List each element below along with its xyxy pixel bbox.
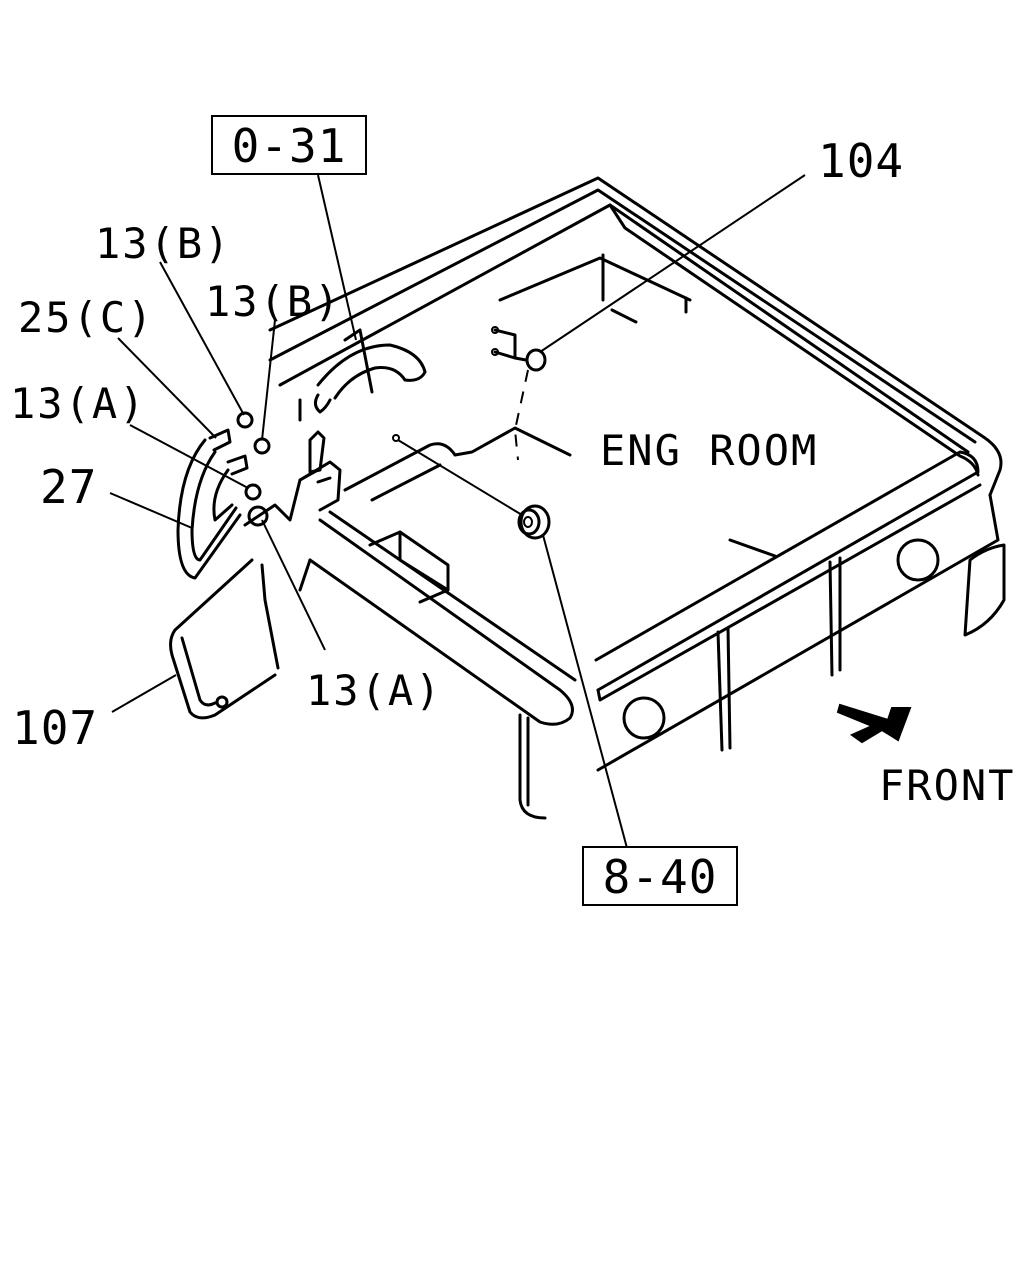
part-label-25c: 25(C) <box>18 293 154 342</box>
ref-box-0-31[interactable]: 0-31 <box>211 115 367 175</box>
part-label-104: 104 <box>818 134 904 188</box>
part-label-13b-upper: 13(B) <box>95 219 231 268</box>
bracket-104 <box>491 326 547 372</box>
ref-label-8-40: 8-40 <box>603 850 718 904</box>
hose-assembly <box>169 328 427 720</box>
part-label-107: 107 <box>12 701 98 755</box>
front-label: FRONT <box>879 761 1015 810</box>
grommet-8-40 <box>392 434 551 540</box>
part-label-27: 27 <box>40 460 97 514</box>
eng-room-label: ENG ROOM <box>600 426 818 475</box>
front-arrow-icon <box>836 703 912 744</box>
part-label-13b-lower: 13(B) <box>205 277 341 326</box>
ref-box-8-40[interactable]: 8-40 <box>582 846 738 906</box>
frame-drawing <box>268 176 1006 820</box>
part-label-13a-bottom: 13(A) <box>306 666 442 715</box>
ref-label-0-31: 0-31 <box>232 119 347 173</box>
part-label-13a-left: 13(A) <box>10 379 146 428</box>
leader-lines <box>109 174 806 849</box>
